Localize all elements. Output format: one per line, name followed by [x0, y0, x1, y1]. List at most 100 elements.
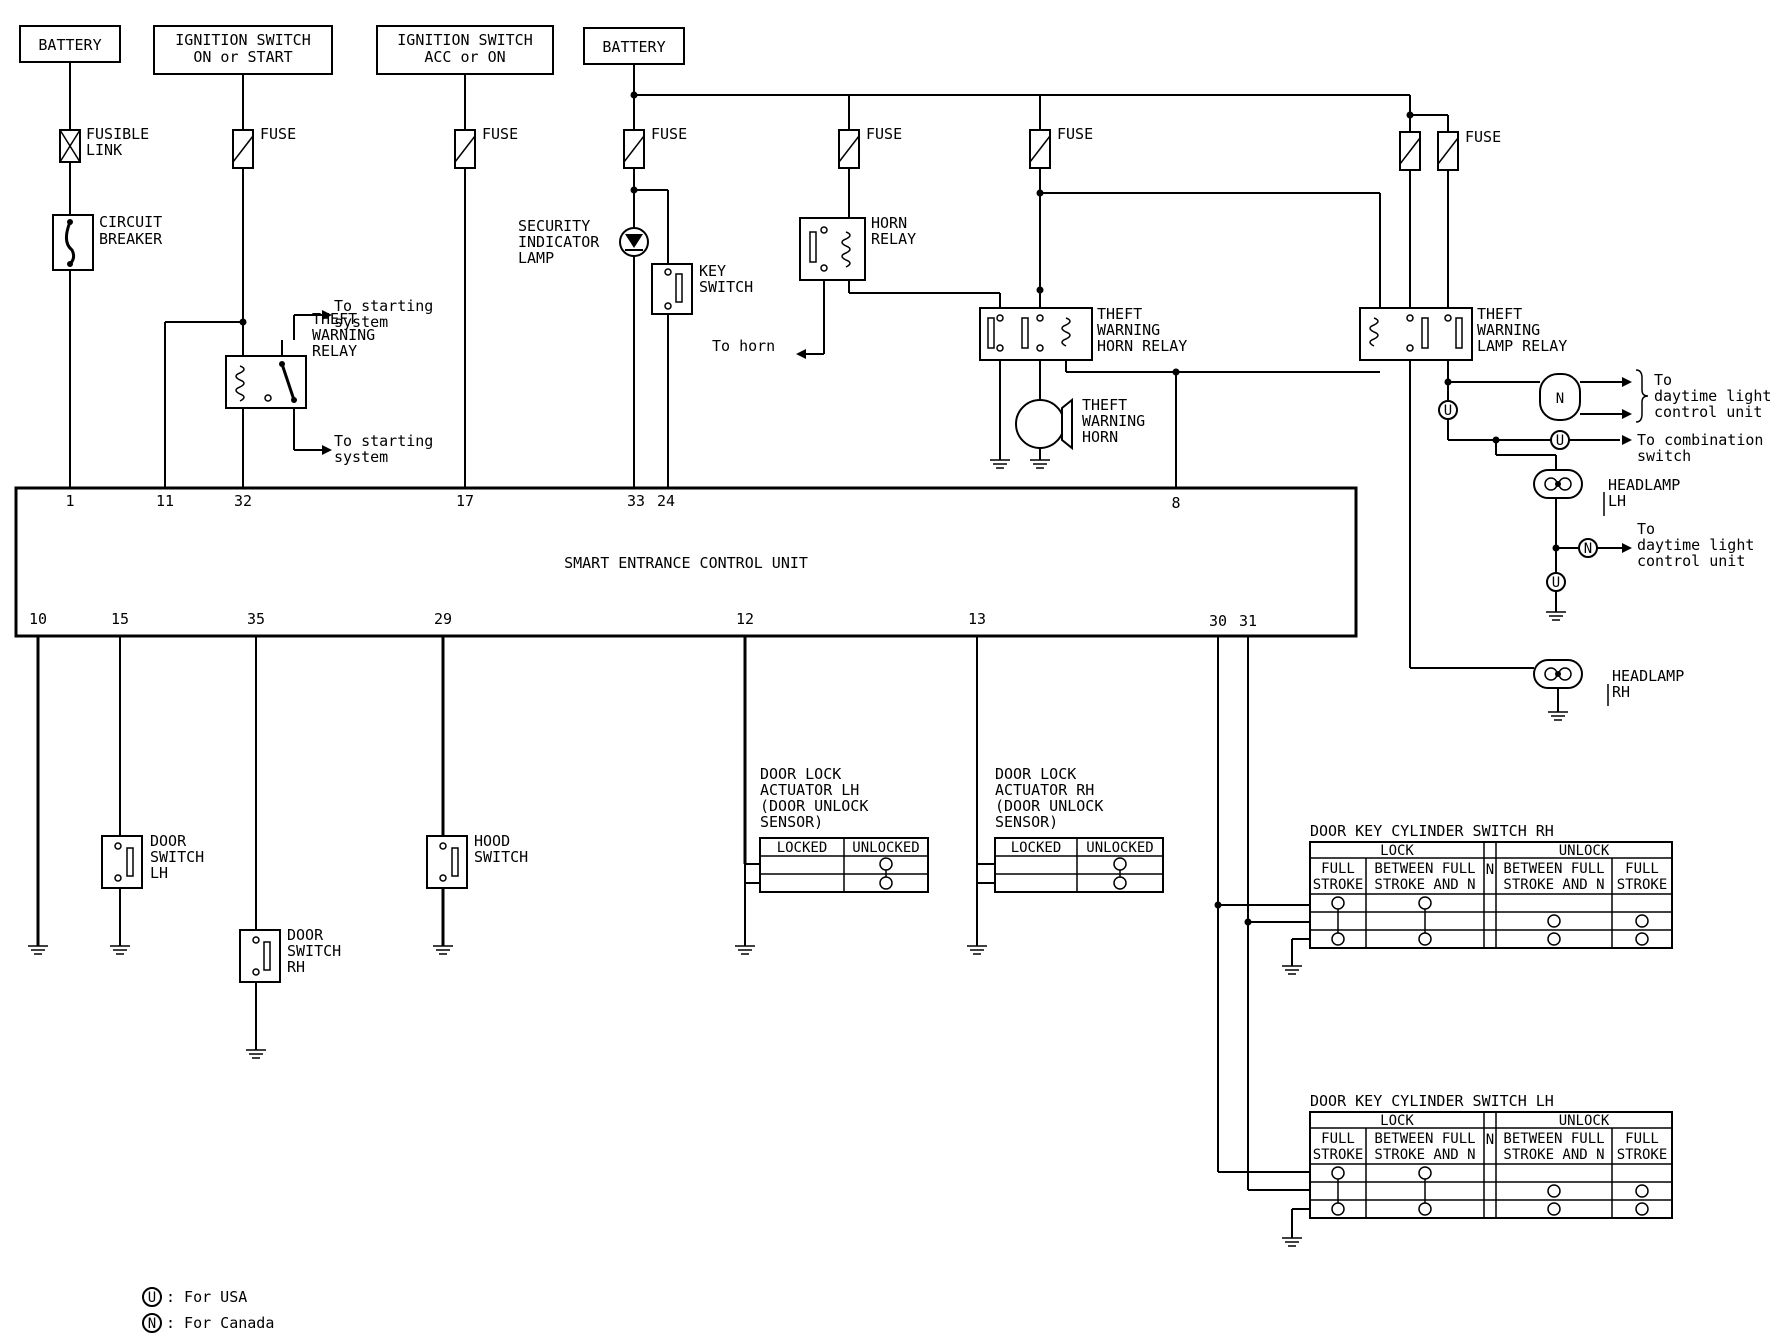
svg-text:8: 8 — [1171, 494, 1180, 512]
svg-text:RH: RH — [1612, 683, 1630, 701]
svg-text:To horn: To horn — [712, 337, 775, 355]
svg-text:HOOD: HOOD — [474, 832, 510, 850]
svg-text:12: 12 — [736, 610, 754, 628]
battery-right-box: BATTERY — [583, 27, 685, 65]
door-lock-actuator-rh-table: LOCKED UNLOCKED — [994, 837, 1164, 893]
fuse-ign-start-icon — [232, 129, 254, 169]
svg-text:33: 33 — [627, 492, 645, 510]
svg-text:1: 1 — [65, 492, 74, 510]
svg-text:LOCKED: LOCKED — [777, 840, 828, 856]
svg-text:daytime light: daytime light — [1654, 387, 1771, 405]
svg-text:LH: LH — [150, 864, 168, 882]
svg-text:SWITCH: SWITCH — [474, 848, 528, 866]
fuse-lamp-relay-1-icon — [1399, 131, 1421, 171]
fuse-ign-acc-icon — [454, 129, 476, 169]
svg-text:U: U — [148, 1290, 156, 1306]
svg-text:UNLOCK: UNLOCK — [1559, 1113, 1610, 1129]
svg-text:KEY: KEY — [699, 262, 726, 280]
svg-text:35: 35 — [247, 610, 265, 628]
svg-text:30: 30 — [1209, 612, 1227, 630]
svg-text:: For Canada: : For Canada — [166, 1314, 274, 1332]
svg-text:LOCK: LOCK — [1380, 843, 1414, 859]
fuse-theft-horn-icon — [1029, 129, 1051, 169]
svg-text:To: To — [1654, 371, 1672, 389]
fuse-security-icon — [623, 129, 645, 169]
svg-text:SWITCH: SWITCH — [287, 942, 341, 960]
svg-text:DOOR KEY CYLINDER SWITCH RH: DOOR KEY CYLINDER SWITCH RH — [1310, 822, 1554, 840]
svg-text:UNLOCK: UNLOCK — [1559, 843, 1610, 859]
svg-text:WARNING: WARNING — [1082, 412, 1145, 430]
svg-text:STROKE: STROKE — [1313, 1147, 1364, 1163]
ground-icon — [990, 459, 1010, 469]
svg-text:FUSE: FUSE — [1465, 128, 1501, 146]
svg-text:(DOOR UNLOCK: (DOOR UNLOCK — [760, 797, 868, 815]
svg-text:BATTERY: BATTERY — [602, 38, 665, 56]
usa-marker-icon: U — [1546, 572, 1566, 592]
svg-text:BREAKER: BREAKER — [99, 230, 163, 248]
svg-text:control unit: control unit — [1654, 403, 1762, 421]
svg-text:N: N — [1486, 1132, 1494, 1148]
svg-text:FUSE: FUSE — [866, 125, 902, 143]
door-switch-rh-icon — [239, 929, 281, 983]
svg-text:: For USA: : For USA — [166, 1288, 247, 1306]
svg-text:LOCK: LOCK — [1380, 1113, 1414, 1129]
svg-text:BETWEEN FULL: BETWEEN FULL — [1374, 861, 1475, 877]
svg-text:SWITCH: SWITCH — [150, 848, 204, 866]
svg-text:13: 13 — [968, 610, 986, 628]
svg-text:17: 17 — [456, 492, 474, 510]
svg-text:SENSOR): SENSOR) — [995, 813, 1058, 831]
ground-icon — [1030, 459, 1050, 469]
headlamp-lh-icon — [1533, 469, 1583, 499]
svg-text:control unit: control unit — [1637, 552, 1745, 570]
svg-text:U: U — [1444, 403, 1452, 419]
svg-text:FUSE: FUSE — [1057, 125, 1093, 143]
svg-text:BETWEEN FULL: BETWEEN FULL — [1374, 1131, 1475, 1147]
svg-text:U: U — [1556, 433, 1564, 449]
ground-icon — [1282, 1237, 1302, 1247]
svg-text:U: U — [1552, 575, 1560, 591]
theft-warning-relay-icon — [225, 355, 307, 409]
svg-text:WARNING: WARNING — [312, 326, 375, 344]
svg-text:THEFT: THEFT — [1477, 305, 1522, 323]
svg-text:system: system — [334, 313, 388, 331]
svg-text:32: 32 — [234, 492, 252, 510]
svg-text:STROKE AND N: STROKE AND N — [1374, 877, 1475, 893]
svg-text:DOOR: DOOR — [150, 832, 187, 850]
svg-text:11: 11 — [156, 492, 174, 510]
canada-daytime-module-icon: N — [1539, 373, 1581, 421]
circuit-breaker-icon — [52, 214, 94, 271]
svg-text:10: 10 — [29, 610, 47, 628]
svg-text:ON or START: ON or START — [193, 48, 292, 66]
ground-icon — [1548, 711, 1568, 721]
svg-text:FULL: FULL — [1321, 1131, 1355, 1147]
key-switch-icon — [651, 263, 693, 315]
door-lock-actuator-lh-table: LOCKED UNLOCKED — [759, 837, 929, 893]
svg-text:ACTUATOR LH: ACTUATOR LH — [760, 781, 859, 799]
svg-text:SWITCH: SWITCH — [699, 278, 753, 296]
svg-text:FULL: FULL — [1625, 861, 1659, 877]
svg-text:SENSOR): SENSOR) — [760, 813, 823, 831]
svg-text:24: 24 — [657, 492, 675, 510]
svg-text:ACTUATOR RH: ACTUATOR RH — [995, 781, 1094, 799]
svg-text:To starting: To starting — [334, 432, 433, 450]
svg-text:LAMP: LAMP — [518, 249, 554, 267]
svg-text:STROKE AND N: STROKE AND N — [1503, 877, 1604, 893]
fuse-horn-icon — [838, 129, 860, 169]
svg-text:SMART ENTRANCE CONTROL UNIT: SMART ENTRANCE CONTROL UNIT — [564, 554, 808, 572]
svg-text:DOOR KEY CYLINDER SWITCH LH: DOOR KEY CYLINDER SWITCH LH — [1310, 1092, 1554, 1110]
ground-icon — [1282, 965, 1302, 975]
theft-warning-relay-label: THEFT — [312, 310, 357, 328]
svg-text:CIRCUIT: CIRCUIT — [99, 213, 162, 231]
horn-relay-icon — [799, 217, 866, 281]
svg-text:INDICATOR: INDICATOR — [518, 233, 600, 251]
svg-text:RELAY: RELAY — [871, 230, 916, 248]
svg-text:BETWEEN FULL: BETWEEN FULL — [1503, 1131, 1604, 1147]
door-key-cylinder-switch-rh-table: LOCK UNLOCK N FULL STROKE BETWEEN FULL S… — [1309, 841, 1673, 949]
svg-text:HORN: HORN — [1082, 428, 1118, 446]
svg-text:DOOR: DOOR — [287, 926, 324, 944]
svg-text:UNLOCKED: UNLOCKED — [1086, 840, 1153, 856]
svg-text:FULL: FULL — [1625, 1131, 1659, 1147]
svg-text:LAMP RELAY: LAMP RELAY — [1477, 337, 1567, 355]
svg-text:To starting: To starting — [334, 297, 433, 315]
